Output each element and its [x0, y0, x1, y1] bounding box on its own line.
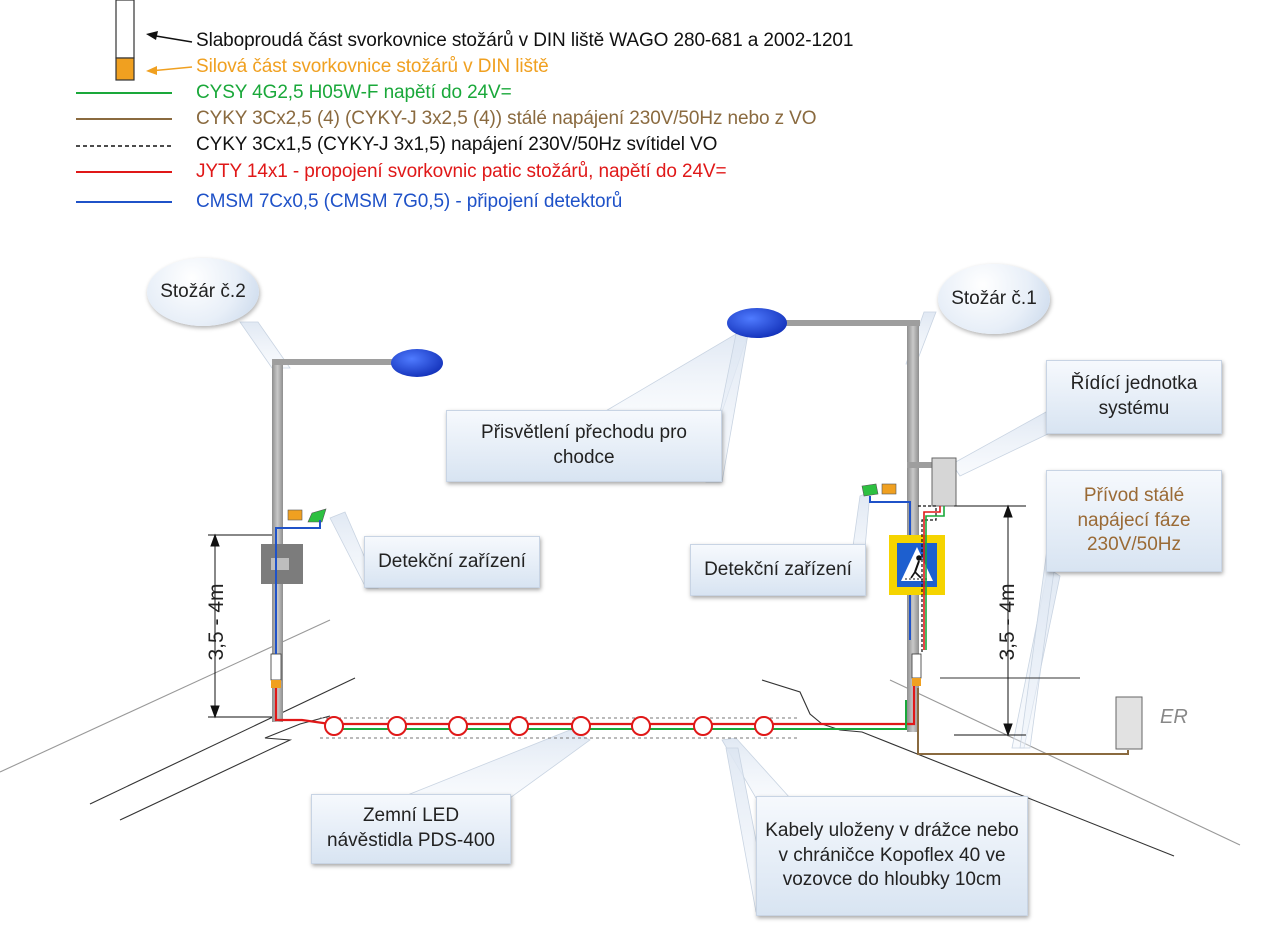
led-marker	[387, 716, 407, 736]
legend-jyty: JYTY 14x1 - propojení svorkovnic patic s…	[196, 161, 727, 182]
led-marker	[754, 716, 774, 736]
legend-cyky-lamp: CYKY 3Cx1,5 (CYKY-J 3x1,5) napájení 230V…	[196, 134, 718, 155]
pole-2	[261, 349, 443, 722]
led-marker	[571, 716, 591, 736]
lighting-callout: Přisvětlení přechodu pro chodce	[446, 410, 722, 482]
lamp-icon	[727, 308, 787, 338]
led-marker	[324, 716, 344, 736]
power-terminal-icon	[912, 678, 921, 686]
legend-arrowhead-orange	[146, 66, 157, 75]
detector-right-callout: Detekční zařízení	[690, 544, 866, 596]
height-dimension-right	[940, 504, 1080, 737]
height-dimension-left	[208, 533, 272, 719]
legend-arrow-black	[149, 34, 193, 43]
er-cabinet-icon	[1115, 696, 1143, 750]
cables-callout: Kabely uloženy v drážce nebo v chráničce…	[756, 796, 1028, 916]
legend-cysy: CYSY 4G2,5 H05W-F napětí do 24V=	[196, 82, 512, 103]
low-voltage-terminal-swatch	[115, 0, 135, 59]
pole-1-label: Stožár č.1	[938, 264, 1050, 334]
led-marker	[693, 716, 713, 736]
power-terminal-icon	[271, 680, 281, 688]
led-marker	[631, 716, 651, 736]
lamp-icon	[391, 349, 443, 377]
detector-green-icon	[307, 508, 327, 523]
power-terminal-swatch	[115, 57, 135, 81]
pole-2-label: Stožár č.2	[147, 258, 259, 326]
detector-icon	[287, 509, 303, 521]
supply-cable	[917, 688, 1129, 755]
detector-green-icon	[861, 483, 879, 497]
legend-cmsm: CMSM 7Cx0,5 (CMSM 7G0,5) - připojení det…	[196, 191, 623, 212]
control-unit-icon	[931, 457, 957, 507]
legend-power: Silová část svorkovnice stožárů v DIN li…	[196, 56, 549, 77]
led-marker	[509, 716, 529, 736]
detector-icon	[881, 483, 897, 495]
low-voltage-terminal-icon	[270, 653, 282, 681]
height-label-left: 3,5 - 4m	[205, 583, 228, 661]
detector-left-callout: Detekční zařízení	[364, 536, 540, 588]
led-marker	[448, 716, 468, 736]
height-label-right: 3,5 - 4m	[996, 583, 1019, 661]
road-cables	[274, 686, 916, 739]
legend-arrowhead-black	[146, 31, 158, 40]
legend-low-voltage: Slaboproudá část svorkovnice stožárů v D…	[196, 30, 854, 51]
led-markers	[324, 716, 774, 736]
pole-1	[727, 308, 957, 732]
legend-cyky-fixed: CYKY 3Cx2,5 (4) (CYKY-J 3x2,5 (4)) stálé…	[196, 108, 817, 129]
legend-swatches	[76, 0, 193, 203]
control-unit-callout: Řídící jednotka systému	[1046, 360, 1222, 434]
er-label: ER	[1160, 706, 1188, 728]
led-callout: Zemní LED návěstidla PDS-400	[311, 794, 511, 864]
supply-callout: Přívod stálé napájecí fáze 230V/50Hz	[1046, 470, 1222, 572]
low-voltage-terminal-icon	[911, 653, 922, 679]
